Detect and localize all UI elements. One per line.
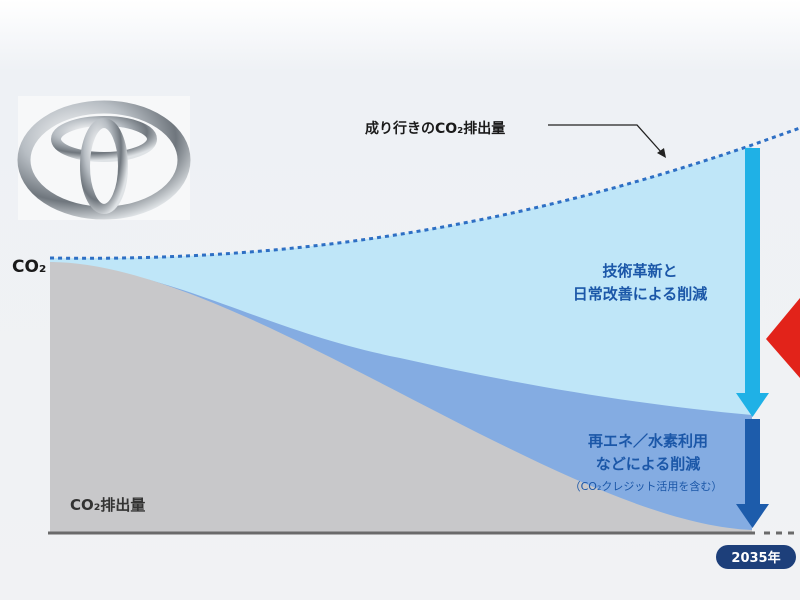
year-badge: 2035年 — [716, 545, 796, 569]
bau-series-label: 成り行きのCO₂排出量 — [365, 120, 505, 137]
emission-area-label: CO₂排出量 — [70, 496, 145, 514]
bau-label-leader-line — [548, 124, 663, 154]
renewable-band-note: （CO₂クレジット活用を含む） — [570, 479, 723, 493]
bau-emission-line — [49, 126, 800, 260]
tech-band-label-line2: 日常改善による削減 — [573, 285, 708, 303]
toyota-emblem-icon — [17, 96, 191, 220]
tech-band-label-line1: 技術革新と — [602, 262, 677, 280]
bau-label-leader-arrowhead — [657, 148, 666, 158]
red-pointer-marker — [766, 298, 800, 378]
renewable-band-label-line1: 再エネ／水素利用 — [588, 432, 708, 450]
renewable-band-label-line2: などによる削減 — [596, 455, 701, 473]
tech-reduction-arrow — [736, 148, 769, 417]
y-axis-label: CO₂ — [12, 257, 46, 277]
co2-emission-area — [50, 262, 752, 533]
year-badge-label: 2035年 — [731, 550, 780, 566]
renewable-reduction-arrow — [736, 419, 769, 528]
